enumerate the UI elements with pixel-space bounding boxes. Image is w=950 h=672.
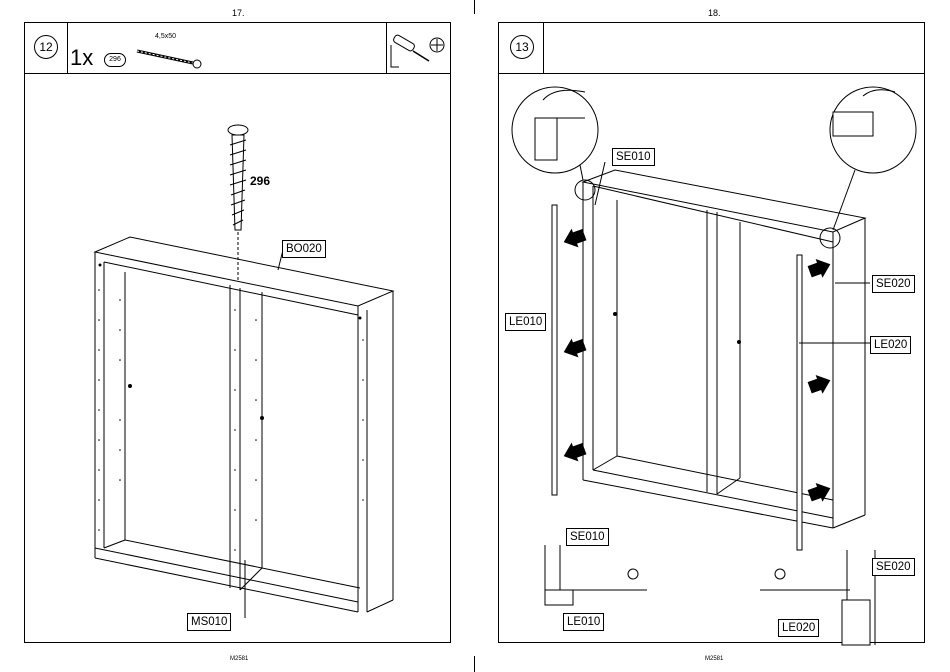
label-le010: LE010 xyxy=(505,313,546,331)
label-le010-bottom: LE010 xyxy=(563,613,604,631)
cabinet-drawing-step-12 xyxy=(0,0,475,672)
label-le020-bottom: LE020 xyxy=(778,619,819,637)
label-se020: SE020 xyxy=(872,275,915,293)
screw-callout: 296 xyxy=(250,174,270,188)
label-se010-bottom: SE010 xyxy=(566,528,609,546)
label-ms010: MS010 xyxy=(187,613,231,631)
label-bo020: BO020 xyxy=(282,240,326,258)
footer-right: M2581 xyxy=(705,656,723,662)
label-le020: LE020 xyxy=(870,336,911,354)
label-se020-bottom: SE020 xyxy=(872,558,915,576)
label-se010-top: SE010 xyxy=(612,148,655,166)
screw-296-icon xyxy=(228,125,248,280)
footer-left: M2581 xyxy=(230,656,248,662)
